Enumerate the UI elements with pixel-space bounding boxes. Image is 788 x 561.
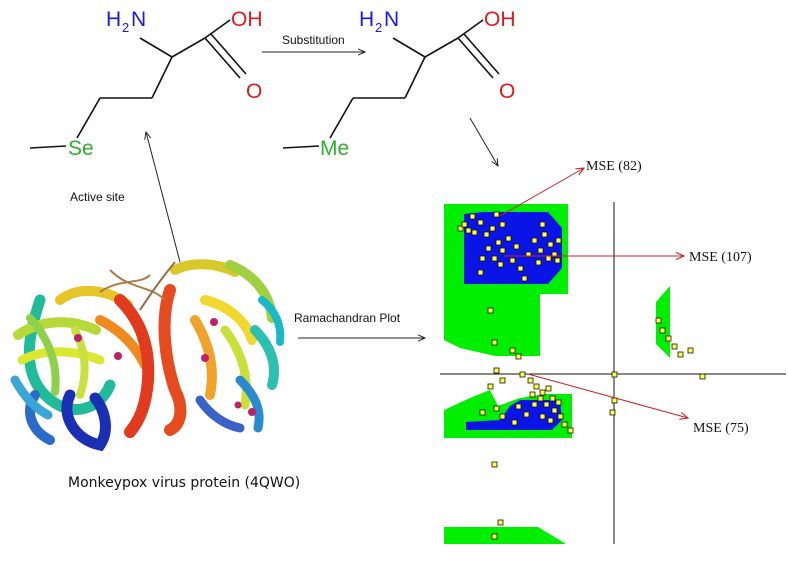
substitution-arrow: Substitution	[262, 33, 365, 52]
mse-82-label: MSE (82)	[586, 159, 642, 174]
left-hydroxyl-label: OH	[231, 8, 263, 31]
substitution-label: Substitution	[282, 33, 345, 47]
ramachandran-label: Ramachandran Plot	[294, 311, 401, 325]
right-amine-subscript: 2	[375, 20, 382, 35]
ramachandran-arrow: Ramachandran Plot	[294, 311, 425, 338]
favored-region-beta	[464, 212, 562, 284]
left-amine-h-label: H	[106, 8, 121, 31]
ramachandran-plot: MSE (82) MSE (107) MSE (75)	[440, 159, 786, 544]
selenomethionine-structure: H 2 N OH O Se	[29, 8, 263, 160]
right-amine-h-label: H	[359, 8, 374, 31]
left-amine-n-label: N	[131, 8, 146, 31]
active-site-label: Active site	[70, 190, 125, 204]
allowed-region-bottom	[444, 527, 566, 544]
left-molecule-bonds	[29, 19, 247, 149]
favored-region-alpha	[466, 400, 562, 430]
methyl-label: Me	[320, 137, 349, 160]
right-molecule-bonds	[282, 19, 500, 149]
left-carbonyl-oxygen-label: O	[246, 80, 262, 103]
protein-ribbon-structure	[10, 259, 285, 452]
protein-caption: Monkeypox virus protein (4QWO)	[68, 475, 300, 491]
residue-points	[457, 211, 706, 540]
methyl-analogue-structure: H 2 N OH O Me	[282, 8, 516, 160]
selenium-label: Se	[68, 137, 94, 160]
left-amine-subscript: 2	[122, 20, 129, 35]
active-site-arrow: Active site	[70, 132, 181, 263]
right-carbonyl-oxygen-label: O	[499, 80, 515, 103]
right-amine-n-label: N	[384, 8, 399, 31]
mse-75-label: MSE (75)	[693, 421, 749, 436]
mse-annotation-lines	[499, 168, 688, 418]
molecule-to-plot-arrow	[469, 117, 498, 166]
right-hydroxyl-label: OH	[484, 8, 516, 31]
mse-107-label: MSE (107)	[689, 250, 752, 265]
